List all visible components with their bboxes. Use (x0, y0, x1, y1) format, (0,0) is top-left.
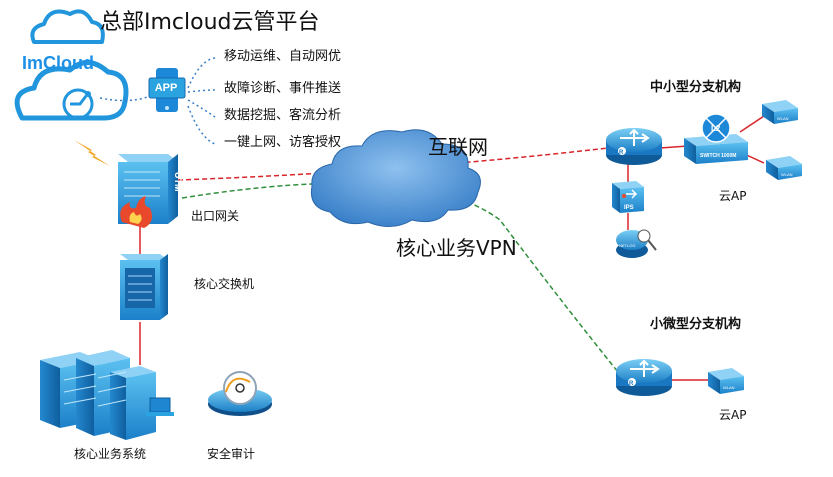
ips-label: IPS (624, 205, 634, 211)
core-switch-icon (120, 254, 168, 320)
utm-label: UTM (173, 172, 183, 192)
internet-cloud-icon (310, 129, 481, 227)
feature-item-1: 移动运维、自动网优 (224, 49, 342, 64)
utm-gateway-icon (118, 154, 178, 228)
small-branch-router-icon (616, 359, 672, 396)
small-ap-wlan: WLAN (723, 385, 735, 390)
small-router-mark: R (629, 381, 634, 387)
netlog-icon (616, 229, 657, 258)
medium-ap-top-icon (762, 100, 798, 124)
internet-label: 互联网 (428, 135, 488, 159)
small-ap-icon (708, 368, 744, 394)
security-audit-label: 安全审计 (207, 447, 256, 461)
netlog-label: NETLOG (619, 243, 635, 248)
feature-item-2: 故障诊断、事件推送 (224, 81, 342, 96)
medium-branch-ap-label: 云AP (719, 189, 747, 203)
l2-switch-icon (684, 113, 748, 164)
medium-ap-top-wlan: WLAN (777, 116, 789, 121)
medium-ap-bottom-wlan: WLAN (781, 172, 793, 177)
core-system-label: 核心业务系统 (74, 447, 147, 461)
feature-item-3: 数据挖掘、客流分析 (224, 108, 342, 123)
app-label: APP (154, 82, 178, 94)
feature-item-4: 一键上网、访客授权 (224, 135, 342, 150)
security-audit-icon (208, 371, 272, 416)
switch-label: SWITCH 1000M (700, 153, 736, 159)
core-business-servers-icon (40, 350, 174, 440)
medium-branch-title: 中小型分支机构 (650, 80, 742, 95)
medium-branch-router-icon (606, 128, 662, 165)
ips-icon (612, 181, 644, 213)
app-phone-icon (148, 68, 186, 112)
vpn-label: 核心业务VPN (396, 236, 517, 260)
app-feature-connectors (99, 57, 216, 145)
gateway-label: 出口网关 (191, 209, 240, 223)
core-switch-label: 核心交换机 (194, 277, 255, 291)
medium-ap-bottom-icon (766, 156, 802, 180)
imcloud-logo-icon (14, 9, 129, 121)
l2-label: L2 (711, 124, 721, 133)
small-branch-ap-label: 云AP (719, 408, 747, 422)
lightning-icon (74, 140, 110, 166)
platform-title: 总部Imcloud云管平台 (100, 10, 320, 35)
medium-router-mark: R (619, 150, 624, 156)
imcloud-logo-text: ImCloud (22, 53, 94, 73)
small-branch-title: 小微型分支机构 (650, 317, 742, 332)
